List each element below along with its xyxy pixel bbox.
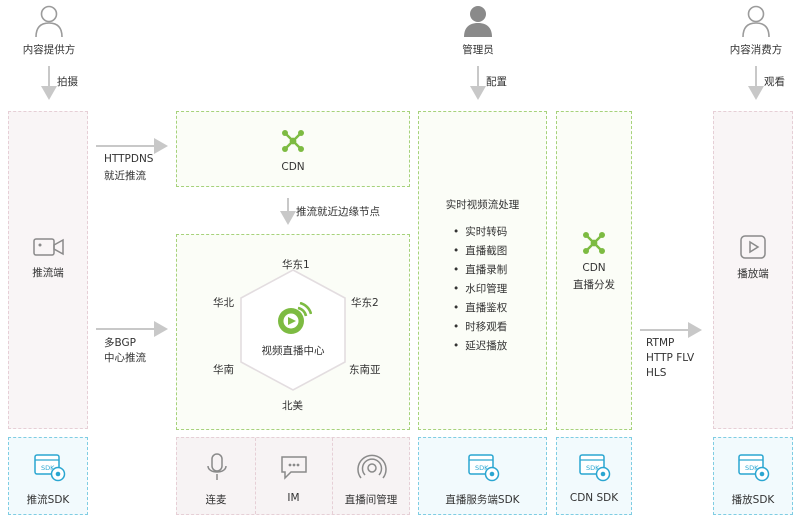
processing-item: 直播鉴权 bbox=[453, 299, 507, 318]
network-node-icon bbox=[583, 232, 605, 254]
sdk-icon: SDK bbox=[34, 454, 66, 482]
processing-item: 直播截图 bbox=[453, 242, 507, 261]
player-label: 播放端 bbox=[737, 268, 769, 280]
actor-content-provider: 内容提供方 bbox=[4, 4, 94, 57]
actor-label: 内容提供方 bbox=[22, 44, 76, 56]
chat-icon bbox=[281, 456, 307, 480]
sdk-icon-text: SDK bbox=[586, 464, 600, 472]
server-sdk-box: SDK 直播服务端SDK bbox=[418, 437, 547, 515]
player-box: 播放端 bbox=[713, 111, 793, 429]
edge-label-httpdns-2: 就近推流 bbox=[104, 170, 146, 182]
video-center-box: 视频直播中心 华东1 华东2 东南亚 北美 华南 华北 bbox=[176, 234, 410, 430]
cdn-distribution-box: CDN 直播分发 bbox=[556, 111, 632, 430]
edge-label-config: 配置 bbox=[486, 76, 507, 88]
divider bbox=[332, 438, 333, 514]
player-sdk-box: SDK 播放SDK bbox=[713, 437, 793, 515]
processing-item: 延迟播放 bbox=[453, 337, 507, 356]
edge-label-shoot: 拍摄 bbox=[57, 76, 78, 88]
cdn-sdk-box: SDK CDN SDK bbox=[556, 437, 632, 515]
cdn-edge-box: CDN bbox=[176, 111, 410, 187]
processing-item: 水印管理 bbox=[453, 280, 507, 299]
sdk-icon-text: SDK bbox=[475, 464, 489, 472]
edge-label-http-flv: HTTP FLV bbox=[646, 352, 695, 364]
actor-label: 内容消费方 bbox=[729, 44, 783, 56]
cdn-distribution-label-1: CDN bbox=[582, 262, 606, 274]
push-client-label: 推流端 bbox=[32, 267, 64, 279]
feature-im-label: IM bbox=[287, 492, 300, 504]
network-node-icon bbox=[282, 130, 304, 152]
processing-title: 实时视频流处理 bbox=[445, 199, 520, 211]
sdk-icon: SDK bbox=[579, 454, 611, 482]
sdk-icon: SDK bbox=[738, 454, 770, 482]
processing-item: 实时转码 bbox=[453, 223, 507, 242]
sdk-icon-text: SDK bbox=[745, 464, 759, 472]
cdn-sdk-label: CDN SDK bbox=[569, 492, 619, 504]
region-east-2: 华东2 bbox=[351, 297, 379, 309]
microphone-icon bbox=[207, 453, 227, 480]
feature-room-label: 直播间管理 bbox=[344, 494, 398, 506]
cdn-edge-label: CDN bbox=[281, 161, 305, 173]
server-sdk-label: 直播服务端SDK bbox=[445, 494, 520, 506]
edge-label-httpdns: HTTPDNS bbox=[104, 153, 154, 165]
video-center-label: 视频直播中心 bbox=[261, 345, 325, 357]
region-north-china: 华北 bbox=[213, 297, 234, 309]
user-outline-icon bbox=[35, 5, 63, 38]
actor-admin: 管理员 bbox=[433, 4, 523, 57]
sdk-icon: SDK bbox=[468, 454, 500, 482]
broadcast-icon bbox=[357, 454, 387, 479]
region-south-china: 华南 bbox=[213, 364, 234, 376]
push-sdk-label: 推流SDK bbox=[26, 494, 70, 506]
divider bbox=[255, 438, 256, 514]
actor-label: 管理员 bbox=[462, 44, 494, 56]
region-southeast-asia: 东南亚 bbox=[349, 364, 381, 376]
push-client-box: 推流端 bbox=[8, 111, 88, 429]
edge-label-rtmp: RTMP bbox=[646, 337, 675, 349]
sdk-icon-text: SDK bbox=[41, 464, 55, 472]
processing-item: 直播录制 bbox=[453, 261, 507, 280]
edge-label-hls: HLS bbox=[646, 367, 667, 379]
processing-list: 实时转码 直播截图 直播录制 水印管理 直播鉴权 时移观看 延迟播放 bbox=[453, 223, 507, 356]
cdn-distribution-label-2: 直播分发 bbox=[573, 279, 615, 291]
user-filled-icon bbox=[464, 6, 492, 37]
player-sdk-label: 播放SDK bbox=[731, 494, 775, 506]
edge-label-edge-push: 推流就近边缘节点 bbox=[296, 206, 380, 218]
feature-mic-label: 连麦 bbox=[205, 494, 227, 506]
play-button-icon bbox=[740, 235, 766, 259]
live-play-icon bbox=[278, 302, 312, 334]
processing-item: 时移观看 bbox=[453, 318, 507, 337]
camera-icon bbox=[33, 238, 64, 256]
edge-label-bgp: 多BGP bbox=[104, 337, 136, 349]
edge-label-watch: 观看 bbox=[764, 76, 785, 88]
user-outline-icon bbox=[742, 5, 770, 38]
region-east-1: 华东1 bbox=[282, 259, 310, 271]
push-sdk-box: SDK 推流SDK bbox=[8, 437, 88, 515]
region-north-america: 北美 bbox=[282, 400, 303, 412]
stream-processing-box: 实时视频流处理 实时转码 直播截图 直播录制 水印管理 直播鉴权 时移观看 延迟… bbox=[418, 111, 547, 430]
edge-label-bgp-2: 中心推流 bbox=[104, 352, 146, 364]
actor-content-consumer: 内容消费方 bbox=[711, 4, 800, 57]
features-box: 连麦 IM 直播间管理 bbox=[176, 437, 410, 515]
